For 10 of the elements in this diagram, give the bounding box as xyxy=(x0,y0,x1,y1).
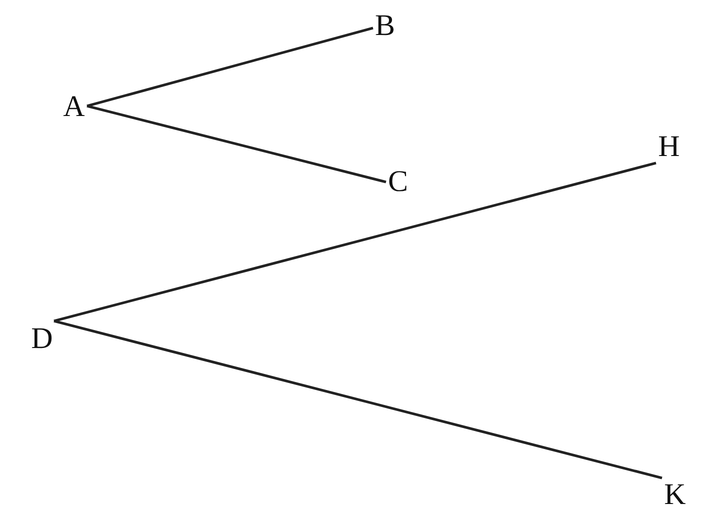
point-label: K xyxy=(662,478,688,512)
point-label: D xyxy=(30,322,54,356)
point-label: H xyxy=(656,130,682,164)
point-label: C xyxy=(386,165,410,199)
line-segment xyxy=(54,320,662,480)
line-segment xyxy=(86,104,386,184)
line-segment xyxy=(54,162,656,322)
point-label: B xyxy=(373,9,397,43)
line-segment xyxy=(86,26,374,108)
point-label: A xyxy=(62,90,86,124)
